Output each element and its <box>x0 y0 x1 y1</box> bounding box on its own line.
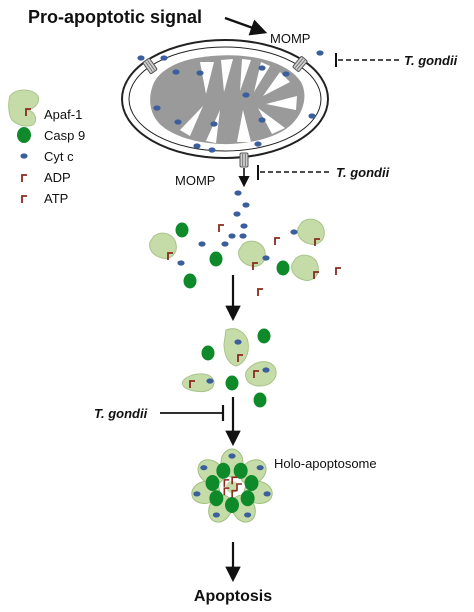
mitochondrial-cristae <box>150 55 305 145</box>
casp9-bound <box>240 490 255 507</box>
inhibition-bar-middle <box>257 165 330 180</box>
casp9-bound <box>225 497 239 513</box>
inhibitor-label-top: T. gondii <box>404 53 458 68</box>
casp9-bound <box>233 462 248 479</box>
legend-item-adp: ADP <box>21 170 71 185</box>
mitochondrion <box>121 39 329 168</box>
released-cytochrome-c <box>228 190 250 239</box>
cytc-bound <box>193 491 201 497</box>
cytc-icon <box>20 153 28 159</box>
atp-icon <box>21 195 28 204</box>
casp9-icon <box>17 127 31 143</box>
cytc-bound <box>244 512 252 518</box>
nucleotide-bound <box>223 479 230 487</box>
apaf1-icon <box>8 89 39 127</box>
holo-apoptosome <box>191 448 273 523</box>
casp9-bound <box>216 462 231 479</box>
cytc-bound <box>200 465 208 471</box>
cytosolic-components <box>149 218 342 297</box>
inhibitor-label-middle: T. gondii <box>336 165 390 180</box>
complex-label: Holo-apoptosome <box>274 456 377 471</box>
momp-label-top: MOMP <box>270 31 310 46</box>
signal-arrow <box>224 16 268 36</box>
nucleotide-bound <box>223 487 230 496</box>
legend-item-casp9: Casp 9 <box>17 127 85 143</box>
casp9-bound <box>244 474 259 491</box>
legend-item-apaf1: Apaf-1 <box>8 89 82 127</box>
legend: Apaf-1 Casp 9 Cyt c ADP ATP <box>8 89 85 206</box>
cytc-bound <box>228 453 236 459</box>
svg-text:ADP: ADP <box>44 170 71 185</box>
cytc-bound <box>256 465 264 471</box>
inhibition-bar-top <box>335 53 400 67</box>
inhibition-bar-bottom <box>160 405 225 421</box>
inhibitor-label-bottom: T. gondii <box>94 406 148 421</box>
diagram-title: Pro-apoptotic signal <box>28 7 202 27</box>
momp-label-bottom: MOMP <box>175 173 215 188</box>
casp9-bound <box>205 474 220 491</box>
casp9-bound <box>209 490 224 507</box>
legend-item-atp: ATP <box>21 191 68 206</box>
svg-text:Cyt c: Cyt c <box>44 149 74 164</box>
legend-item-cytc: Cyt c <box>20 149 74 164</box>
nucleotide-bound <box>231 476 238 485</box>
cytc-bound <box>263 491 271 497</box>
cytc-bound <box>212 512 220 518</box>
svg-text:Casp 9: Casp 9 <box>44 128 85 143</box>
svg-text:Apaf-1: Apaf-1 <box>44 107 82 122</box>
svg-text:ATP: ATP <box>44 191 68 206</box>
nucleotide-bound <box>231 489 238 498</box>
nucleotide-bound <box>236 483 242 491</box>
activated-apaf1 <box>182 328 277 408</box>
adp-icon <box>21 174 28 183</box>
apoptosis-label: Apoptosis <box>194 588 272 605</box>
